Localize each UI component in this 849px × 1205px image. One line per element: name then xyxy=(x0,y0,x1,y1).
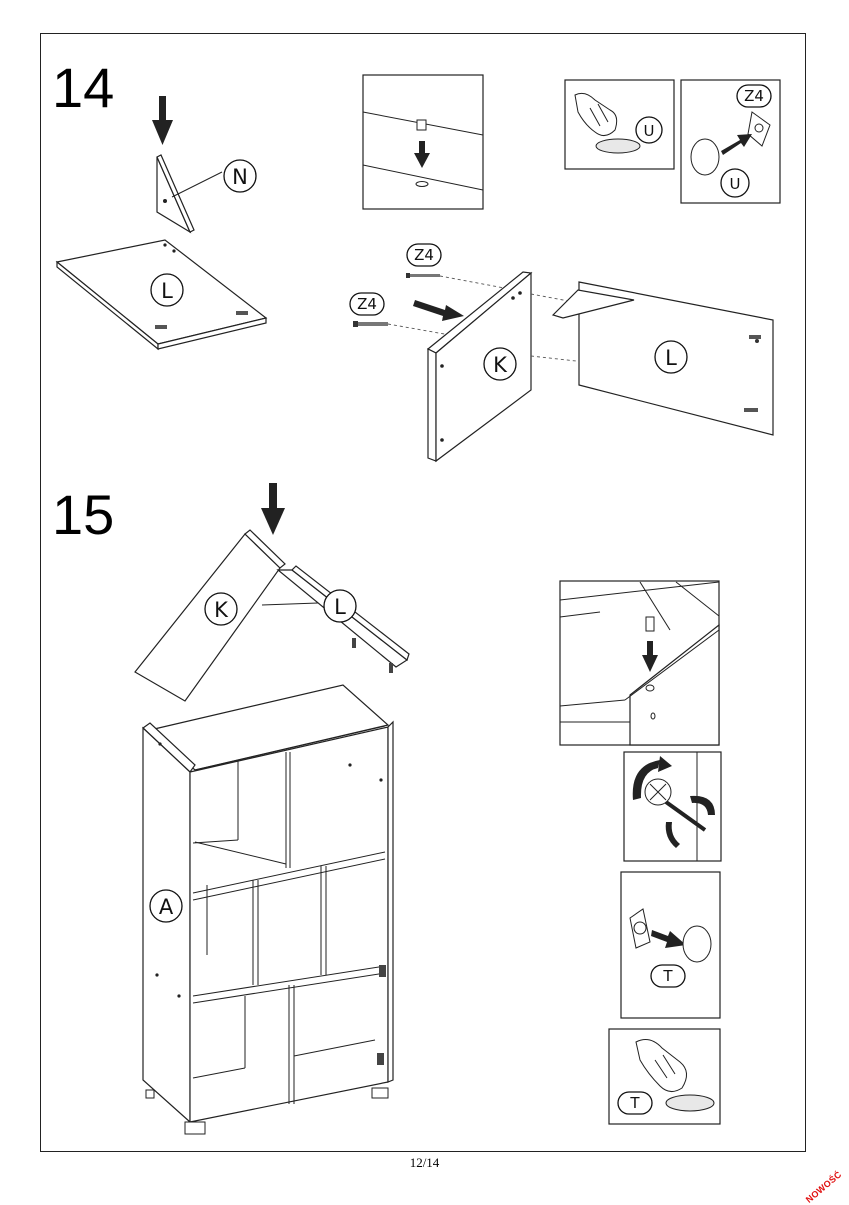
part-letter-l-c: L xyxy=(334,595,346,619)
part-label-z4-box: Z4 xyxy=(736,84,772,108)
part-label-n: N xyxy=(223,159,257,193)
detail-box-roof-joint xyxy=(559,580,720,746)
part-label-l-right: L xyxy=(654,340,688,374)
part-code-z4-c: Z4 xyxy=(357,295,377,313)
down-arrow-icon xyxy=(152,96,173,145)
part-letter-u-a: U xyxy=(644,122,655,140)
part-letter-k-a: K xyxy=(493,353,508,377)
page-number: 12/14 xyxy=(409,1155,440,1170)
part-label-l-left: L xyxy=(150,273,184,307)
detail-box-screwdriver xyxy=(623,751,722,862)
part-letter-k-b: K xyxy=(214,598,229,622)
step-number-15: 15 xyxy=(52,483,115,546)
detail-box-hand-u: U xyxy=(564,79,675,170)
step-number-14: 14 xyxy=(52,56,115,119)
part-code-z4-b: Z4 xyxy=(414,246,434,264)
roof-assembly xyxy=(134,529,410,702)
page-frame xyxy=(40,33,806,1152)
part-label-k-a: K xyxy=(483,347,517,381)
bookcase-body xyxy=(142,684,394,1135)
part-label-l-c: L xyxy=(323,589,357,623)
part-code-z4-a: Z4 xyxy=(744,87,764,105)
part-letter-a: A xyxy=(159,895,174,919)
part-label-a: A xyxy=(149,889,183,923)
part-letter-t-b: T xyxy=(629,1094,640,1112)
detail-box-cap-z4: Z4 U xyxy=(680,79,781,204)
screw-z4-top: Z4 xyxy=(406,243,442,278)
part-letter-l-a: L xyxy=(161,279,173,303)
detail-box-cap-t: T xyxy=(620,871,721,1019)
detail-box-dowel xyxy=(362,74,484,210)
down-arrow-icon-15 xyxy=(261,483,285,535)
part-letter-n: N xyxy=(232,165,248,189)
part-letter-u-b: U xyxy=(730,175,741,193)
insert-arrow-icon xyxy=(413,300,464,321)
panel-k xyxy=(426,271,533,463)
part-letter-l-b: L xyxy=(665,346,677,370)
part-label-k-b: K xyxy=(204,592,238,626)
part-letter-t-a: T xyxy=(662,967,673,985)
triangle-support-n xyxy=(156,154,223,234)
detail-box-hand-t: T xyxy=(608,1028,721,1125)
screw-z4-bottom: Z4 xyxy=(349,292,388,327)
